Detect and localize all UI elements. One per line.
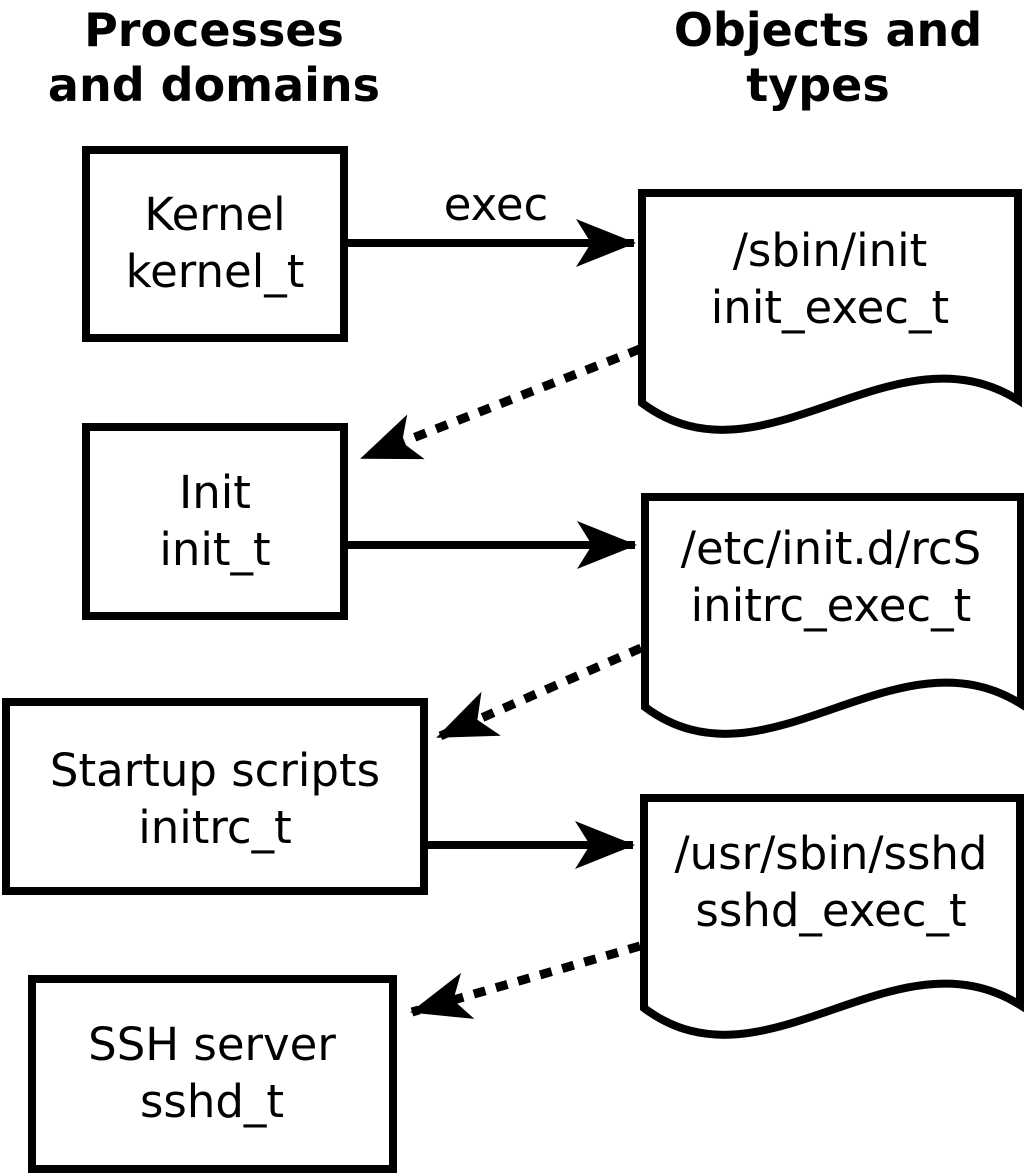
document-usr-sbin-sshd: /usr/sbin/sshd sshd_exec_t [640,794,1024,1039]
process-box-init [82,423,348,620]
process-ssh-label: SSH server [88,1018,336,1071]
object-sshdexec-type: sshd_exec_t [695,884,966,937]
object-sshdexec-path: /usr/sbin/sshd [675,827,988,880]
document-etc-initd-rcs-shape [641,493,1024,738]
document-etc-initd-rcs: /etc/init.d/rcS initrc_exec_t [641,493,1024,738]
header-objects-line1: Objects and [674,3,982,57]
document-sbin-init: /sbin/init init_exec_t [638,189,1022,434]
exec-arrow-label: exec [444,178,549,231]
transition-arrow-sbininit-to-init [360,344,642,463]
object-rcs-path: /etc/init.d/rcS [681,522,981,575]
header-objects-line2: types [746,58,889,112]
process-startup-label: Startup scripts [50,744,380,797]
process-box-ssh-server [28,975,397,1173]
process-box-kernel [82,146,348,342]
object-sbininit-path: /sbin/init [733,224,928,277]
transition-arrow-sshdexec-to-sshd [410,941,642,1019]
document-sbin-init-shape [638,189,1022,434]
process-ssh-type: sshd_t [140,1075,284,1128]
header-processes-line1: Processes [84,3,344,57]
process-box-startup-scripts [2,698,428,895]
process-kernel-type: kernel_t [126,245,305,298]
process-kernel-label: Kernel [144,188,285,241]
process-startup-type: initrc_t [138,801,292,854]
process-init-label: Init [179,466,251,519]
document-usr-sbin-sshd-shape [640,794,1024,1039]
header-processes-line2: and domains [48,58,380,112]
object-sbininit-type: init_exec_t [711,281,949,334]
object-rcs-type: initrc_exec_t [691,579,972,632]
process-init-type: init_t [159,523,270,576]
transition-arrow-rcs-to-initrc [436,643,643,742]
